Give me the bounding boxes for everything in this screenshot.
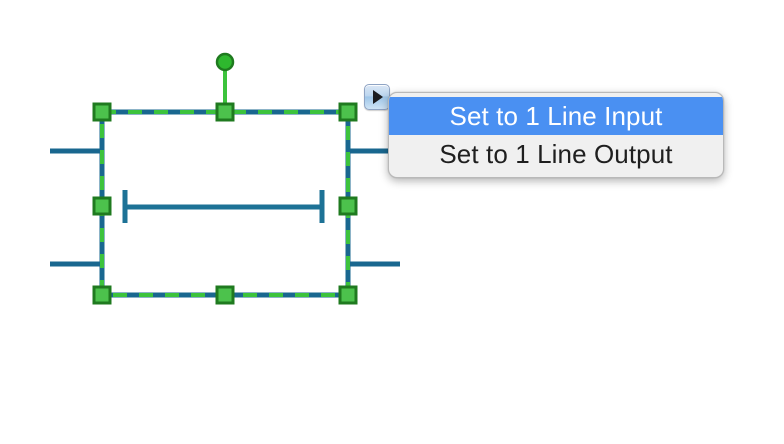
handle-middle-right [338,196,358,216]
menu-item-set-to-1-line-input[interactable]: Set to 1 Line Input [389,97,723,135]
handle-bottom-center [215,285,235,305]
disclosure-arrow-button[interactable] [364,84,390,110]
block-rectangle [99,109,351,298]
selection-outline [100,110,350,297]
connector-lines [50,148,400,267]
triangle-right-icon [373,90,383,104]
menu-item-set-to-1-line-output[interactable]: Set to 1 Line Output [439,139,673,169]
handle-top-right [338,102,358,122]
handle-top-center [215,102,235,122]
handle-bottom-right [338,285,358,305]
handle-bottom-left [92,285,112,305]
handle-top-left [92,102,112,122]
handle-middle-left [92,196,112,216]
resize-handles [92,102,358,305]
context-menu[interactable]: Set to 1 Line Input Set to 1 Line Output [388,92,724,178]
inner-i-beam [122,190,325,223]
rotation-handle-knob [215,52,235,72]
